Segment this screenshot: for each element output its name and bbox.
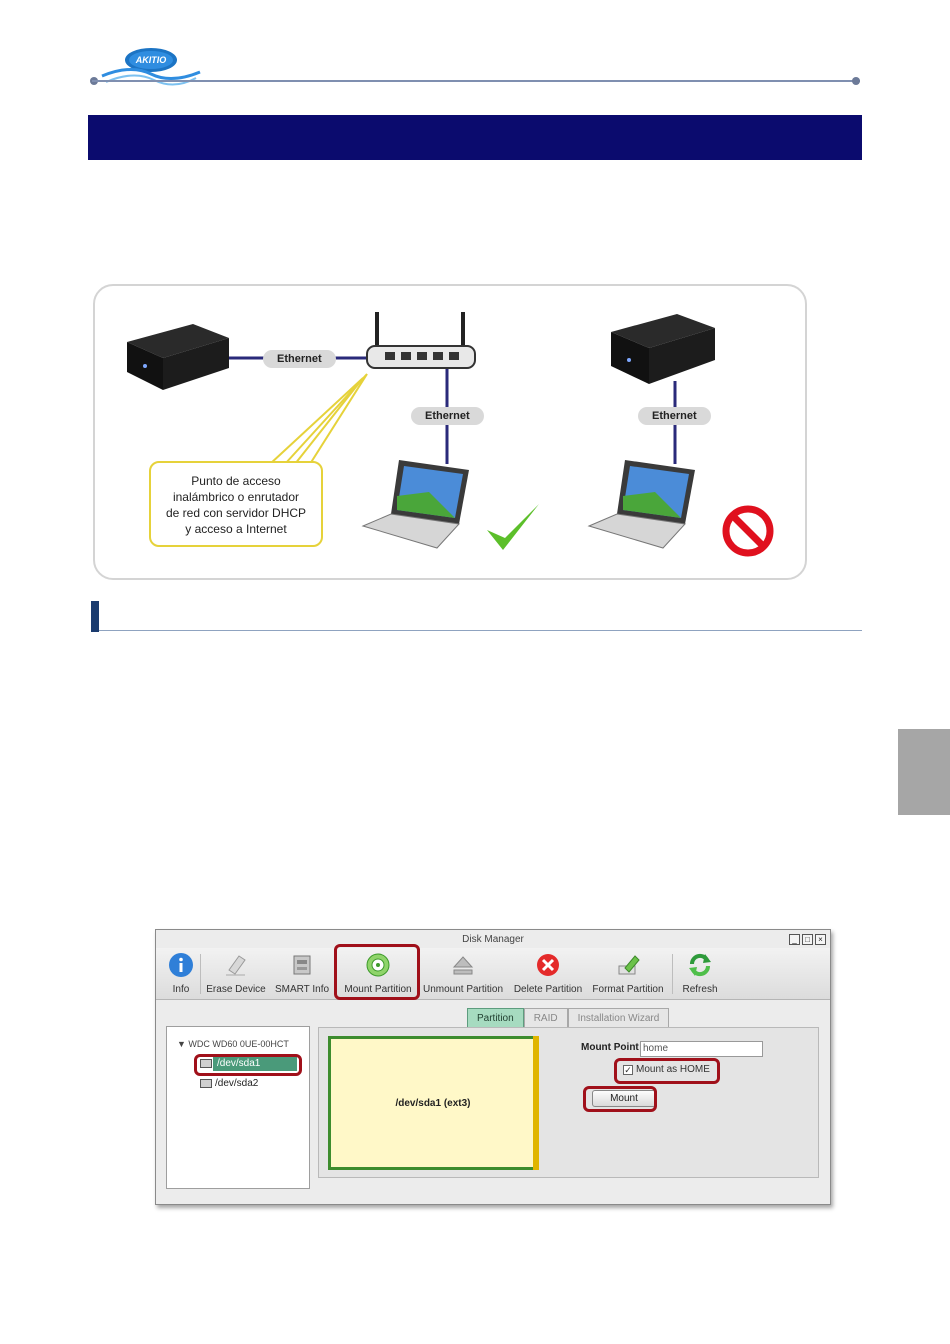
smart-info-button[interactable]: SMART Info (274, 950, 330, 1000)
partition-label: /dev/sda1 (ext3) (395, 1097, 471, 1109)
disk-icon (200, 1079, 212, 1088)
router-callout: Punto de acceso inalámbrico o enrutador … (149, 461, 323, 547)
tab-bar: Partition RAID Installation Wizard (467, 1008, 670, 1028)
media-server-box-right (611, 314, 715, 384)
format-pencil-icon (618, 955, 640, 975)
refresh-button[interactable]: Refresh (678, 950, 722, 1000)
partition-block[interactable]: /dev/sda1 (ext3) (328, 1036, 538, 1170)
eraser-icon (226, 955, 246, 976)
disk-icon (200, 1059, 212, 1068)
mount-as-home-highlight (614, 1058, 720, 1084)
delete-partition-button[interactable]: Delete Partition (512, 950, 584, 1000)
disk-manager-window: Disk Manager _ □ × Info Erase Device SMA… (155, 929, 831, 1205)
callout-line-3: de red con servidor DHCP (165, 506, 307, 520)
toolbar: Info Erase Device SMART Info Mount Parti… (156, 948, 830, 1000)
window-title: Disk Manager (462, 934, 524, 945)
tab-raid[interactable]: RAID (523, 1008, 568, 1028)
callout-line-1: Punto de acceso (191, 474, 281, 488)
sda1-highlight (194, 1054, 302, 1076)
laptop-icon-center (361, 460, 469, 549)
checkmark-icon (487, 504, 539, 550)
tree-item-sda2[interactable]: /dev/sda2 (215, 1078, 259, 1089)
mount-as-home-option[interactable]: ✓Mount as HOME (623, 1064, 710, 1075)
chapter-side-tab (898, 729, 950, 815)
laptop-icon-right (587, 460, 695, 549)
toolbar-separator (200, 954, 201, 994)
mount-point-input[interactable]: home (640, 1041, 763, 1057)
section-rule (99, 630, 862, 631)
toolbar-separator (672, 954, 673, 994)
delete-icon (537, 954, 559, 976)
partition-free-edge (533, 1036, 539, 1170)
tab-partition[interactable]: Partition (467, 1008, 524, 1028)
network-diagram: Ethernet Ethernet Ethernet Punto de acce… (93, 284, 807, 580)
section-marker (91, 601, 99, 632)
partition-panel: /dev/sda1 (ext3) Mount Point home ✓Mount… (318, 1027, 819, 1178)
callout-line-4: y acceso a Internet (185, 522, 287, 536)
header-rule-dot-right (852, 77, 860, 85)
mount-icon (366, 953, 390, 977)
ethernet-label-left: Ethernet (263, 350, 336, 368)
smart-disk-icon (293, 955, 311, 975)
info-button[interactable]: Info (166, 950, 196, 1000)
ethernet-label-middle: Ethernet (411, 407, 484, 425)
mount-partition-highlight (334, 944, 420, 1000)
unmount-partition-button[interactable]: Unmount Partition (422, 950, 504, 1000)
header-rule (92, 80, 860, 82)
mount-partition-button[interactable]: Mount Partition (342, 950, 414, 1000)
close-button[interactable]: × (815, 934, 826, 945)
media-server-box-left (127, 324, 229, 390)
tree-item-sda1[interactable]: /dev/sda1 (213, 1057, 297, 1071)
refresh-icon (689, 953, 711, 977)
mount-as-home-checkbox[interactable]: ✓ (623, 1065, 633, 1075)
info-icon (169, 953, 193, 977)
mount-point-label: Mount Point (581, 1042, 639, 1053)
forbidden-icon (722, 505, 774, 557)
callout-line-2: inalámbrico o enrutador (172, 490, 300, 504)
ethernet-label-right: Ethernet (638, 407, 711, 425)
device-tree: ▼ WDC WD60 0UE-00HCT /dev/sda1 /dev/sda2 (166, 1026, 310, 1189)
format-partition-button[interactable]: Format Partition (590, 950, 666, 1000)
erase-device-button[interactable]: Erase Device (204, 950, 268, 1000)
window-controls: _ □ × (789, 934, 826, 945)
maximize-button[interactable]: □ (802, 934, 813, 945)
mount-as-home-label: Mount as HOME (636, 1064, 710, 1075)
tree-root-disk[interactable]: ▼ WDC WD60 0UE-00HCT (177, 1039, 289, 1049)
minimize-button[interactable]: _ (789, 934, 800, 945)
svg-text:AKITIO: AKITIO (135, 55, 167, 65)
tab-installation-wizard[interactable]: Installation Wizard (567, 1008, 670, 1028)
chapter-title-band (88, 115, 862, 160)
router-icon (366, 312, 476, 369)
mount-button-highlight (583, 1086, 657, 1112)
brand-logo: AKITIO (96, 42, 206, 90)
eject-icon (452, 956, 474, 975)
